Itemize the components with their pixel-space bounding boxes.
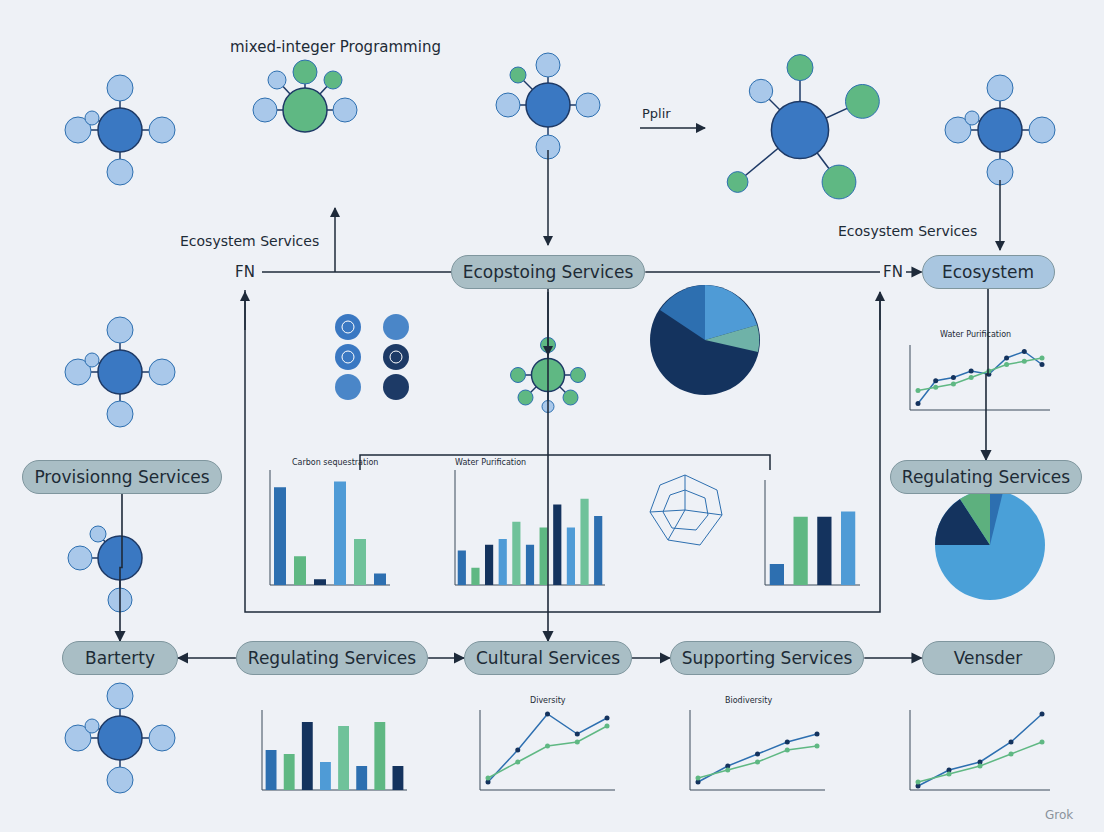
node-text: Supporting Services (682, 648, 853, 668)
node-text: Regulating Services (248, 648, 416, 668)
service-pill: Ecosystem (922, 255, 1055, 289)
flow-arrow (986, 289, 988, 460)
service-pill: Regulating Services (890, 460, 1082, 494)
text-label: Water Purification (455, 458, 526, 467)
text-label: mixed-integer Programming (230, 38, 441, 56)
text-label: Biodiversity (725, 696, 772, 705)
text-label: FN (232, 263, 258, 281)
service-pill: Supporting Services (670, 641, 865, 675)
node-text: Vensder (954, 648, 1023, 668)
text-label: Pplir (642, 106, 671, 121)
flow-arrow (547, 289, 549, 641)
flow-arrow (864, 657, 921, 659)
text-label: Ecosystem Services (180, 233, 319, 249)
service-pill: Barterty (62, 641, 178, 675)
service-pill: Cultural Services (464, 641, 632, 675)
node-text: Ecopstoing Services (463, 262, 634, 282)
service-pill: Ecopstoing Services (451, 255, 646, 289)
service-pill: Provisionng Services (22, 460, 221, 494)
service-pill: Regulating Services (236, 641, 428, 675)
watermark: Grok (1045, 808, 1073, 822)
flow-arrow (428, 657, 464, 659)
node-text: Ecosystem (942, 262, 1034, 282)
flow-arrow (178, 657, 236, 659)
text-label: Ecosystem Services (838, 223, 977, 239)
node-text: Cultural Services (476, 648, 620, 668)
flow-arrow (120, 494, 122, 641)
flow-arrow (632, 657, 670, 659)
text-label: Water Purification (940, 330, 1011, 339)
text-label: Diversity (530, 696, 566, 705)
node-text: Barterty (85, 648, 155, 668)
text-label: FN (880, 263, 906, 281)
node-text: Regulating Services (902, 467, 1070, 487)
text-label: Carbon sequestration (292, 458, 378, 467)
service-pill: Vensder (922, 641, 1055, 675)
node-text: Provisionng Services (34, 467, 209, 487)
